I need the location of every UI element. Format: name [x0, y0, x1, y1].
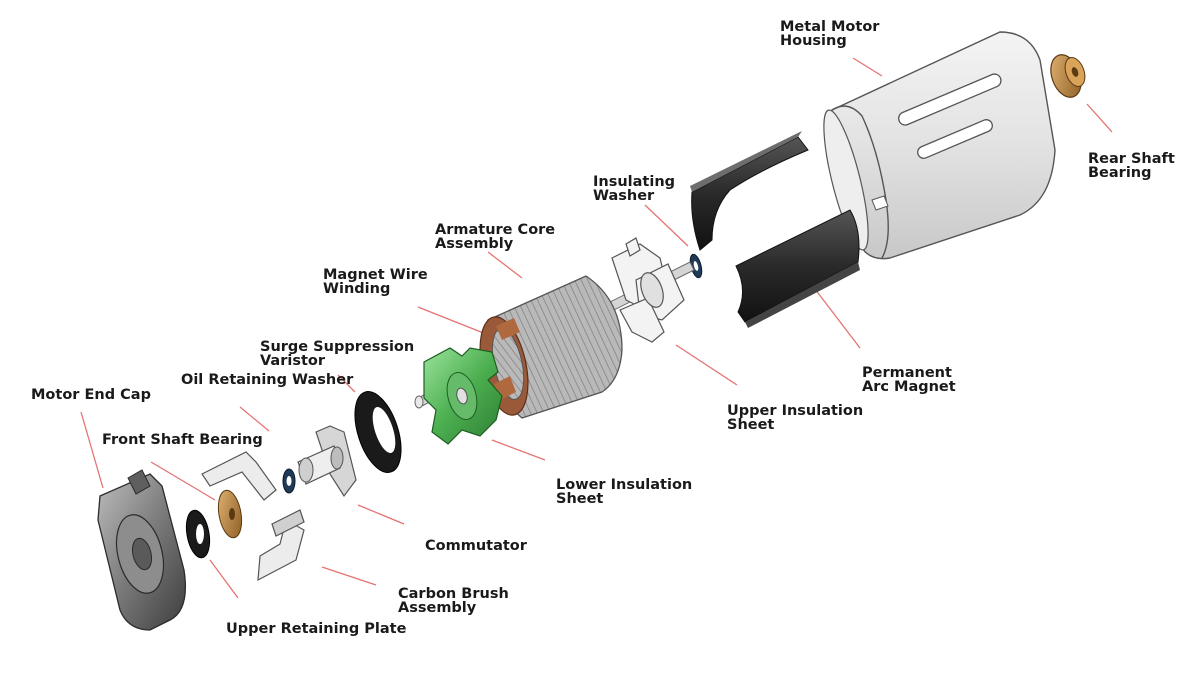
leader-front-shaft-bearing	[150, 461, 216, 501]
leader-carbon-brush-assembly	[321, 566, 377, 586]
permanent-arc-magnet-upper-part	[690, 131, 809, 251]
label-magnet-wire-winding-line2: Winding	[323, 281, 391, 297]
label-upper-retaining-plate: Upper Retaining Plate	[226, 621, 407, 637]
label-carbon-brush-assembly: Carbon Brush Assembly	[398, 586, 509, 616]
carbon-brush-assembly-part	[201, 451, 305, 582]
upper-insulation-sheet-part	[611, 237, 685, 343]
label-front-shaft-bearing: Front Shaft Bearing	[102, 432, 263, 448]
leader-oil-retaining-washer	[239, 406, 270, 432]
label-rear-shaft-bearing-line1: Rear Shaft	[1088, 151, 1175, 167]
label-carbon-brush-assembly-line2: Assembly	[398, 600, 477, 616]
leader-insulating-washer	[644, 204, 689, 247]
label-surge-suppression-varistor-line1: Surge Suppression	[260, 339, 415, 355]
leader-metal-motor-housing	[852, 57, 883, 77]
label-armature-core-assembly: Armature Core Assembly	[435, 222, 556, 252]
label-permanent-arc-magnet: Permanent Arc Magnet	[862, 365, 956, 395]
motor-end-cap-part	[97, 469, 187, 631]
rear-shaft-bearing-part	[1050, 54, 1086, 98]
leader-armature-core-assembly	[487, 251, 523, 279]
label-magnet-wire-winding: Magnet Wire Winding	[323, 267, 428, 297]
label-oil-retaining-washer-text: Oil Retaining Washer	[181, 372, 354, 388]
label-insulating-washer: Insulating Washer	[593, 174, 676, 204]
label-permanent-arc-magnet-line2: Arc Magnet	[862, 379, 956, 395]
label-permanent-arc-magnet-line1: Permanent	[862, 365, 952, 381]
metal-motor-housing-part	[823, 31, 1056, 260]
leader-lower-insulation-sheet	[491, 439, 546, 461]
permanent-arc-magnet-lower-part	[735, 209, 860, 328]
leader-upper-insulation-sheet	[675, 344, 738, 386]
label-armature-core-assembly-line1: Armature Core	[435, 222, 556, 238]
label-motor-end-cap-text: Motor End Cap	[31, 387, 151, 403]
label-armature-core-assembly-line2: Assembly	[435, 236, 514, 252]
label-insulating-washer-line2: Washer	[593, 188, 655, 204]
label-carbon-brush-assembly-line1: Carbon Brush	[398, 586, 509, 602]
leader-motor-end-cap	[80, 411, 104, 489]
commutator-part	[297, 425, 357, 498]
label-lower-insulation-sheet-line1: Lower Insulation	[556, 477, 693, 493]
front-shaft-bearing-part	[217, 489, 243, 539]
label-upper-insulation-sheet-line2: Sheet	[727, 417, 775, 433]
leader-rear-shaft-bearing	[1086, 103, 1113, 133]
label-lower-insulation-sheet: Lower Insulation Sheet	[556, 477, 693, 507]
label-motor-end-cap: Motor End Cap	[31, 387, 151, 403]
label-rear-shaft-bearing-line2: Bearing	[1088, 165, 1152, 181]
label-insulating-washer-line1: Insulating	[593, 174, 676, 190]
label-surge-suppression-varistor-line2: Varistor	[260, 353, 326, 369]
label-metal-motor-housing-line2: Housing	[780, 33, 847, 49]
label-surge-suppression-varistor: Surge Suppression Varistor	[260, 339, 415, 369]
label-oil-retaining-washer: Oil Retaining Washer	[181, 372, 354, 388]
label-metal-motor-housing: Metal Motor Housing	[780, 19, 880, 49]
label-lower-insulation-sheet-line2: Sheet	[556, 491, 604, 507]
label-front-shaft-bearing-text: Front Shaft Bearing	[102, 432, 263, 448]
label-rear-shaft-bearing: Rear Shaft Bearing	[1088, 151, 1175, 181]
upper-retaining-plate-part	[185, 509, 211, 559]
label-upper-insulation-sheet: Upper Insulation Sheet	[727, 403, 864, 433]
oil-retaining-washer-part	[282, 468, 296, 494]
label-magnet-wire-winding-line1: Magnet Wire	[323, 267, 428, 283]
leader-commutator	[357, 504, 405, 525]
label-upper-retaining-plate-text: Upper Retaining Plate	[226, 621, 407, 637]
label-commutator-text: Commutator	[425, 538, 527, 554]
lower-insulation-sheet-part	[423, 347, 503, 445]
label-metal-motor-housing-line1: Metal Motor	[780, 19, 880, 35]
label-commutator: Commutator	[425, 538, 527, 554]
leader-upper-retaining-plate	[209, 559, 239, 599]
label-upper-insulation-sheet-line1: Upper Insulation	[727, 403, 864, 419]
leader-surge-suppression-varistor	[337, 374, 356, 393]
surge-suppression-varistor-part	[354, 391, 402, 473]
